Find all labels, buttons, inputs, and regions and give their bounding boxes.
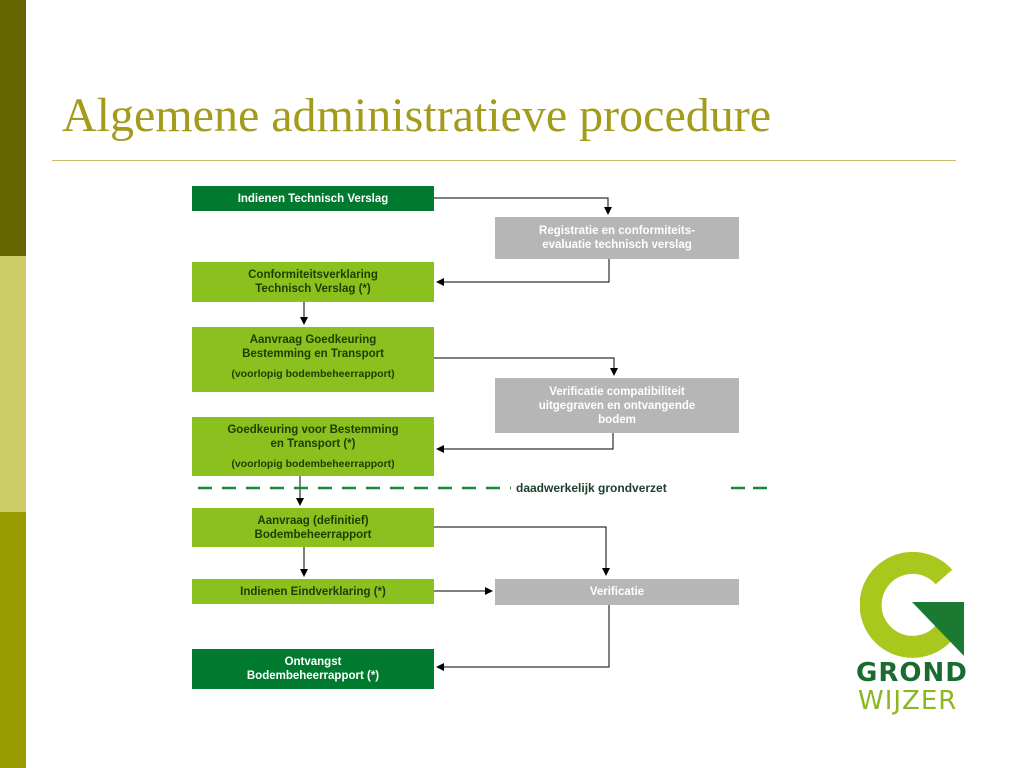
arrow-registratie-to-conformiteit xyxy=(436,259,610,286)
slide-title: Algemene administratieve procedure xyxy=(62,89,772,142)
arrow-verificatie-to-ontvangst xyxy=(436,605,610,671)
box-label: Indienen Eindverklaring (*) xyxy=(240,585,386,598)
grondwijzer-logo-icon xyxy=(860,552,964,658)
box-label: Indienen Technisch Verslag xyxy=(237,192,389,205)
box-aanvraag-goedkeuring: Aanvraag Goedkeuring Bestemming en Trans… xyxy=(192,327,434,392)
box-label-line1: Goedkeuring voor Bestemming xyxy=(227,424,399,436)
box-label-line2: en Transport (*) xyxy=(270,438,356,450)
box-label-line3: bodem xyxy=(598,413,636,426)
box-label-line1: Conformiteitsverklaring xyxy=(248,269,378,281)
box-label-line1: Registratie en conformiteits- xyxy=(539,225,695,237)
box-sublabel: (voorlopig bodembeheerrapport) xyxy=(231,458,395,470)
box-label: Verificatie xyxy=(589,586,645,598)
box-verificatie-compatibiliteit: Verificatie compatibiliteit uitgegraven … xyxy=(495,378,739,433)
grondverzet-label: daadwerkelijk grondverzet xyxy=(516,481,667,495)
box-label-line1: Aanvraag Goedkeuring xyxy=(249,334,377,346)
box-label-line1: Aanvraag (definitief) xyxy=(257,514,369,527)
box-label-line2: Technisch Verslag (*) xyxy=(255,283,371,295)
box-sublabel: (voorlopig bodembeheerrapport) xyxy=(231,368,395,380)
box-aanvraag-definitief: Aanvraag (definitief) Bodembeheerrapport xyxy=(192,508,434,547)
box-verificatie: Verificatie xyxy=(495,579,739,605)
arrow-aanvraag-to-verificatie xyxy=(434,357,618,376)
side-bar-bottom xyxy=(0,512,26,768)
box-label-line2: Bestemming en Transport xyxy=(242,348,384,360)
arrow-aanvraag-def-to-verificatie xyxy=(434,526,610,576)
side-bar-top xyxy=(0,0,26,256)
title-rule xyxy=(52,160,956,161)
logo-text-wijzer: WIJZER xyxy=(858,686,958,716)
box-label-line2: evaluatie technisch verslag xyxy=(542,239,692,251)
box-indienen-eindverklaring: Indienen Eindverklaring (*) xyxy=(192,579,434,604)
box-label-line1: Ontvangst xyxy=(284,656,342,668)
box-label-line2: Bodembeheerrapport (*) xyxy=(246,670,380,682)
box-indienen-technisch-verslag: Indienen Technisch Verslag xyxy=(192,186,434,211)
box-label-line2: uitgegraven en ontvangende xyxy=(538,399,696,412)
box-conformiteitsverklaring: Conformiteitsverklaring Technisch Versla… xyxy=(192,262,434,302)
box-label-line1: Verificatie compatibiliteit xyxy=(549,385,685,398)
logo-text-grond: GROND xyxy=(856,658,968,688)
box-label-line2: Bodembeheerrapport xyxy=(254,528,372,541)
side-bar-middle xyxy=(0,256,26,512)
box-goedkeuring-bestemming: Goedkeuring voor Bestemming en Transport… xyxy=(192,417,434,476)
box-ontvangst-bodembeheerrapport: Ontvangst Bodembeheerrapport (*) xyxy=(192,649,434,689)
arrow-verificatie-to-goedkeuring xyxy=(436,433,614,453)
box-registratie: Registratie en conformiteits- evaluatie … xyxy=(495,217,739,259)
arrow-verslag-to-registratie xyxy=(434,197,612,215)
